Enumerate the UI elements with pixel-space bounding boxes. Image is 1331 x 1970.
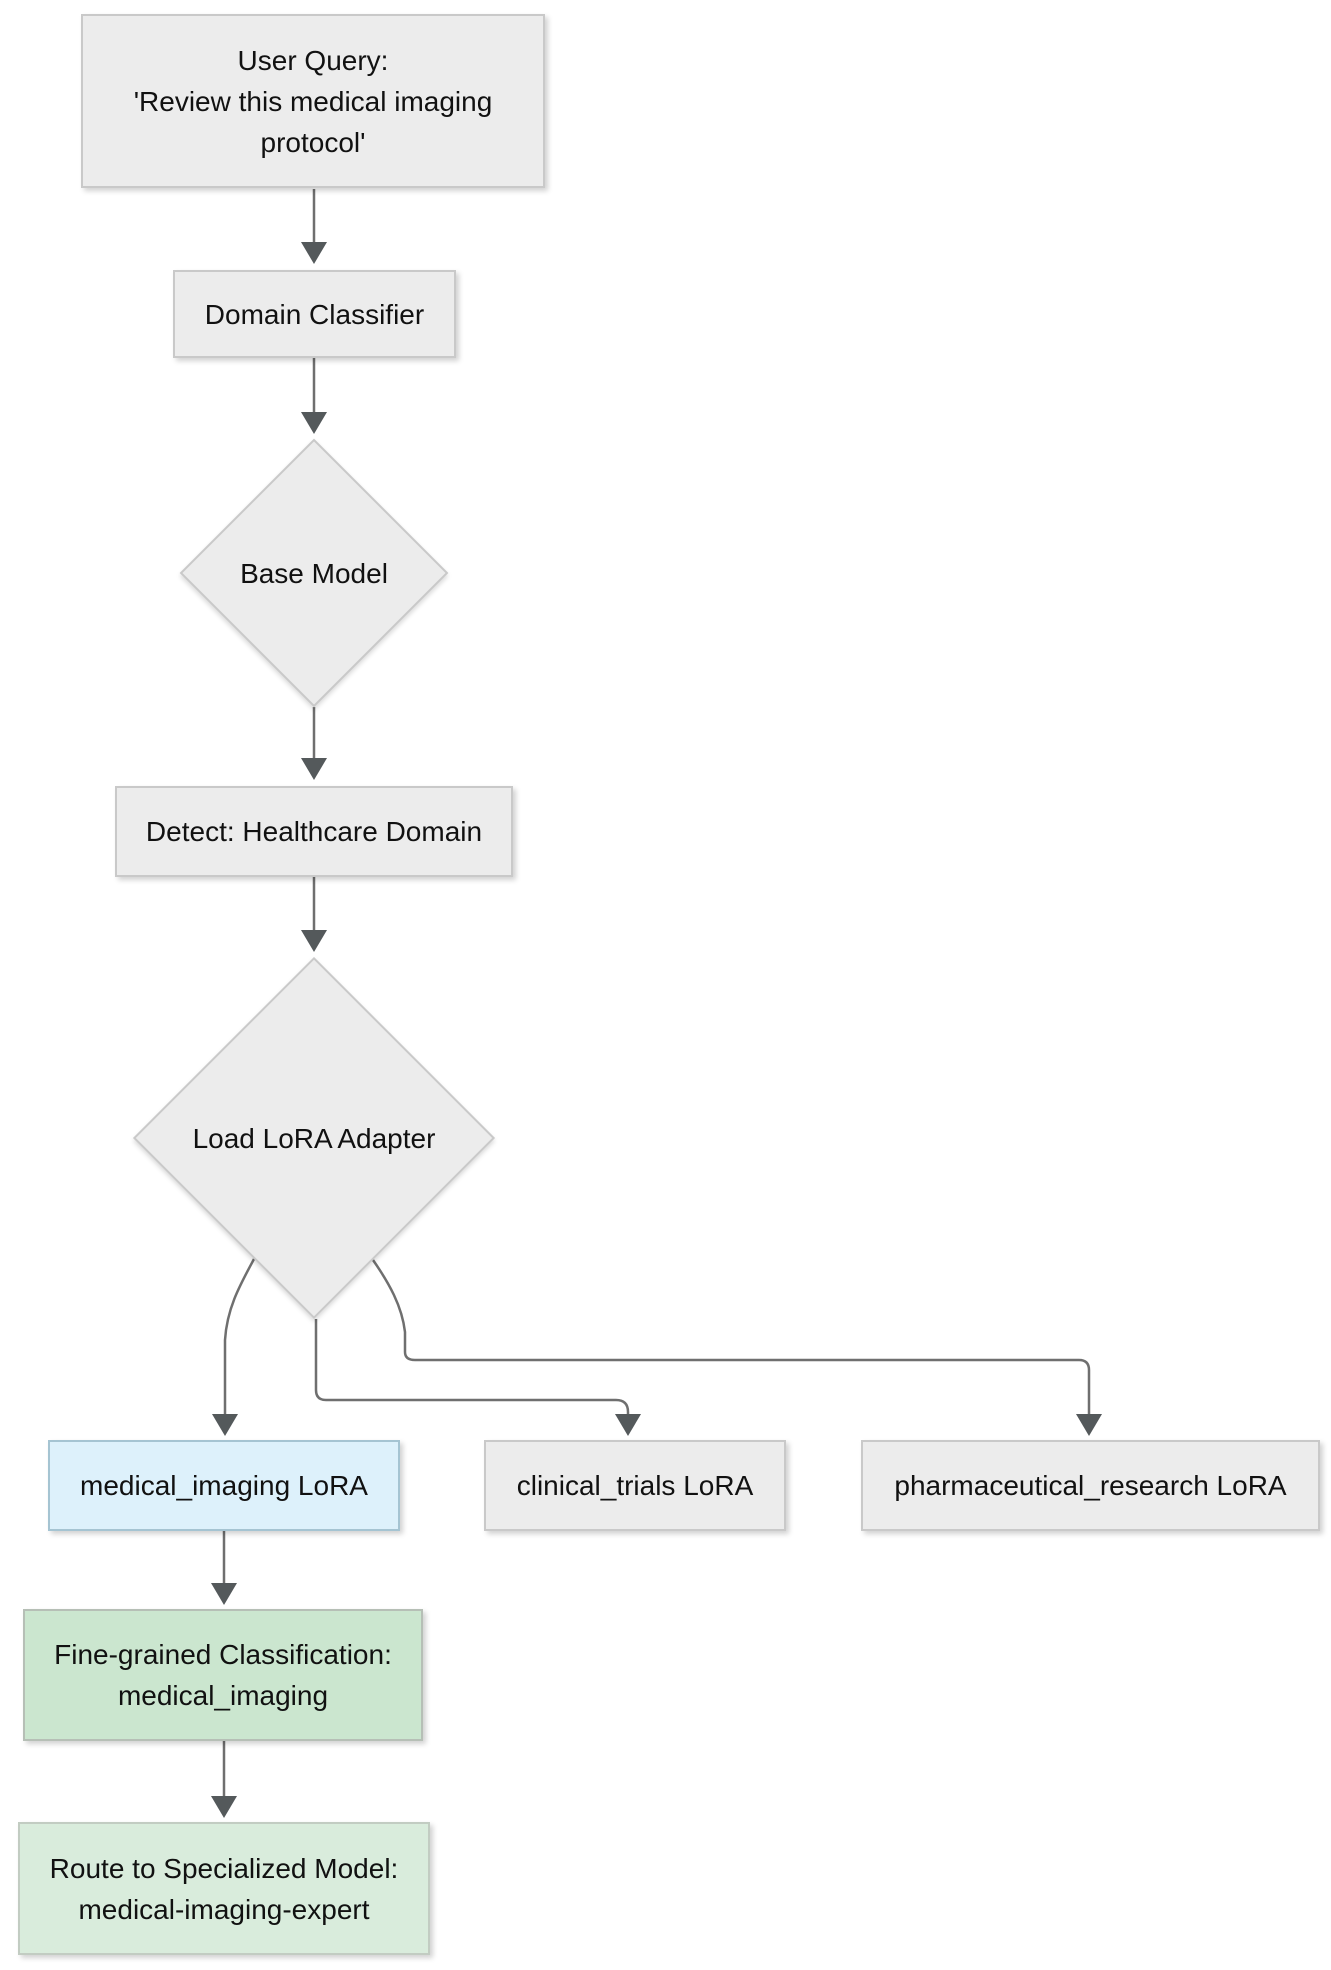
edge-load-lora-to-clinical	[314, 1319, 630, 1416]
arrowhead-to-classifier	[301, 242, 327, 264]
node-route-line2: medical-imaging-expert	[78, 1893, 370, 1925]
arrowhead-to-base-model	[301, 412, 327, 434]
node-pharmaceutical-research-lora-label: pharmaceutical_research LoRA	[894, 1470, 1287, 1501]
node-user-query-line3: protocol'	[260, 126, 366, 158]
arrowhead-to-load-lora	[301, 930, 327, 952]
arrowhead-to-detect	[301, 758, 327, 780]
node-user-query: User Query: 'Review this medical imaging…	[81, 14, 545, 188]
node-medical-imaging-lora: medical_imaging LoRA	[48, 1440, 400, 1531]
arrowhead-to-route	[211, 1796, 237, 1818]
node-base-model-label: Base Model	[240, 557, 388, 589]
arrowhead-to-fine-grained	[211, 1583, 237, 1605]
node-clinical-trials-lora-label: clinical_trials LoRA	[516, 1470, 754, 1501]
node-fine-grained-line1: Fine-grained Classification:	[54, 1639, 392, 1670]
node-load-lora-adapter-label: Load LoRA Adapter	[192, 1122, 436, 1154]
node-clinical-trials-lora: clinical_trials LoRA	[484, 1440, 786, 1531]
arrowhead-to-medical	[212, 1414, 238, 1436]
node-fine-grained-classification: Fine-grained Classification: medical_ima…	[23, 1609, 423, 1741]
node-pharmaceutical-research-lora: pharmaceutical_research LoRA	[861, 1440, 1320, 1531]
node-user-query-line2: 'Review this medical imaging	[133, 85, 493, 117]
node-detect-healthcare: Detect: Healthcare Domain	[115, 786, 513, 877]
node-medical-imaging-lora-label: medical_imaging LoRA	[80, 1470, 368, 1501]
node-user-query-line1: User Query:	[237, 44, 389, 76]
arrowhead-to-pharma	[1076, 1414, 1102, 1436]
edge-load-lora-to-pharma	[371, 1259, 1091, 1416]
node-route-line1: Route to Specialized Model:	[49, 1852, 399, 1884]
node-detect-healthcare-label: Detect: Healthcare Domain	[145, 816, 483, 847]
arrowhead-to-clinical	[615, 1414, 641, 1436]
node-domain-classifier-label: Domain Classifier	[204, 298, 425, 330]
node-domain-classifier: Domain Classifier	[173, 270, 456, 358]
node-fine-grained-line2: medical_imaging	[117, 1680, 329, 1711]
node-route-to-specialized-model: Route to Specialized Model: medical-imag…	[18, 1822, 430, 1955]
edge-load-lora-to-medical	[223, 1258, 256, 1416]
